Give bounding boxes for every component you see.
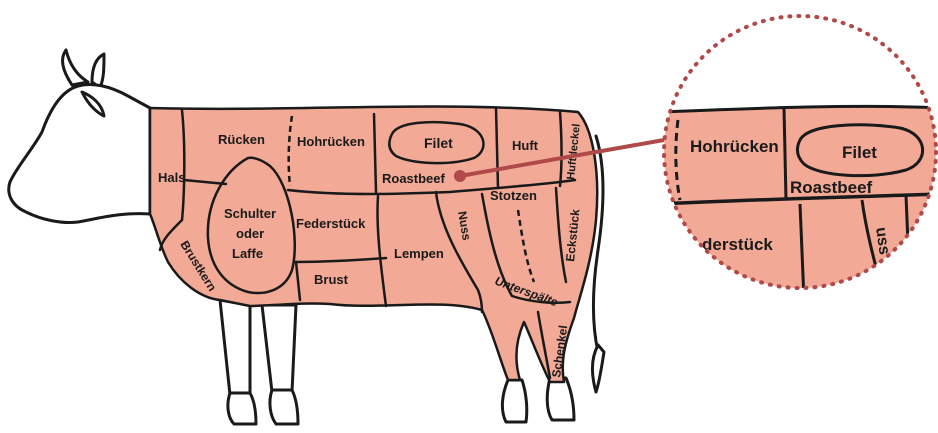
label-schulter-1: Schulter [224,206,276,221]
horn-right [92,54,104,88]
tail-tuft [593,345,605,392]
label-federstueck: Federstück [296,216,366,231]
head [9,84,150,222]
zoom-divider-vertical [784,108,786,200]
hoof-back-left [502,380,526,422]
horn-left [63,50,88,85]
label-schulter-3: Laffe [232,246,263,261]
label-filet: Filet [424,135,453,151]
label-hohruecken: Hohrücken [297,134,365,149]
hoof-front-left [228,393,256,424]
label-ruecken: Rücken [218,132,265,147]
label-schulter-2: oder [236,226,264,241]
zoom-label-roastbeef: Roastbeef [790,178,873,197]
hoof-front-right [270,390,298,424]
zoom-label-federstueck: derstück [702,235,773,254]
zoom-label-hohruecken: Hohrücken [690,137,779,156]
label-hals: Hals [158,170,185,185]
zoom-label-filet: Filet [842,143,877,162]
label-brust: Brust [314,272,349,287]
front-leg-left [220,300,250,395]
callout-dot [454,170,466,182]
label-roastbeef: Roastbeef [382,171,446,186]
label-stotzen: Stotzen [490,188,537,203]
hoof-back-right [547,378,574,420]
label-huft: Huft [512,138,539,153]
front-leg-right [262,305,296,392]
label-lempen: Lempen [394,246,444,261]
